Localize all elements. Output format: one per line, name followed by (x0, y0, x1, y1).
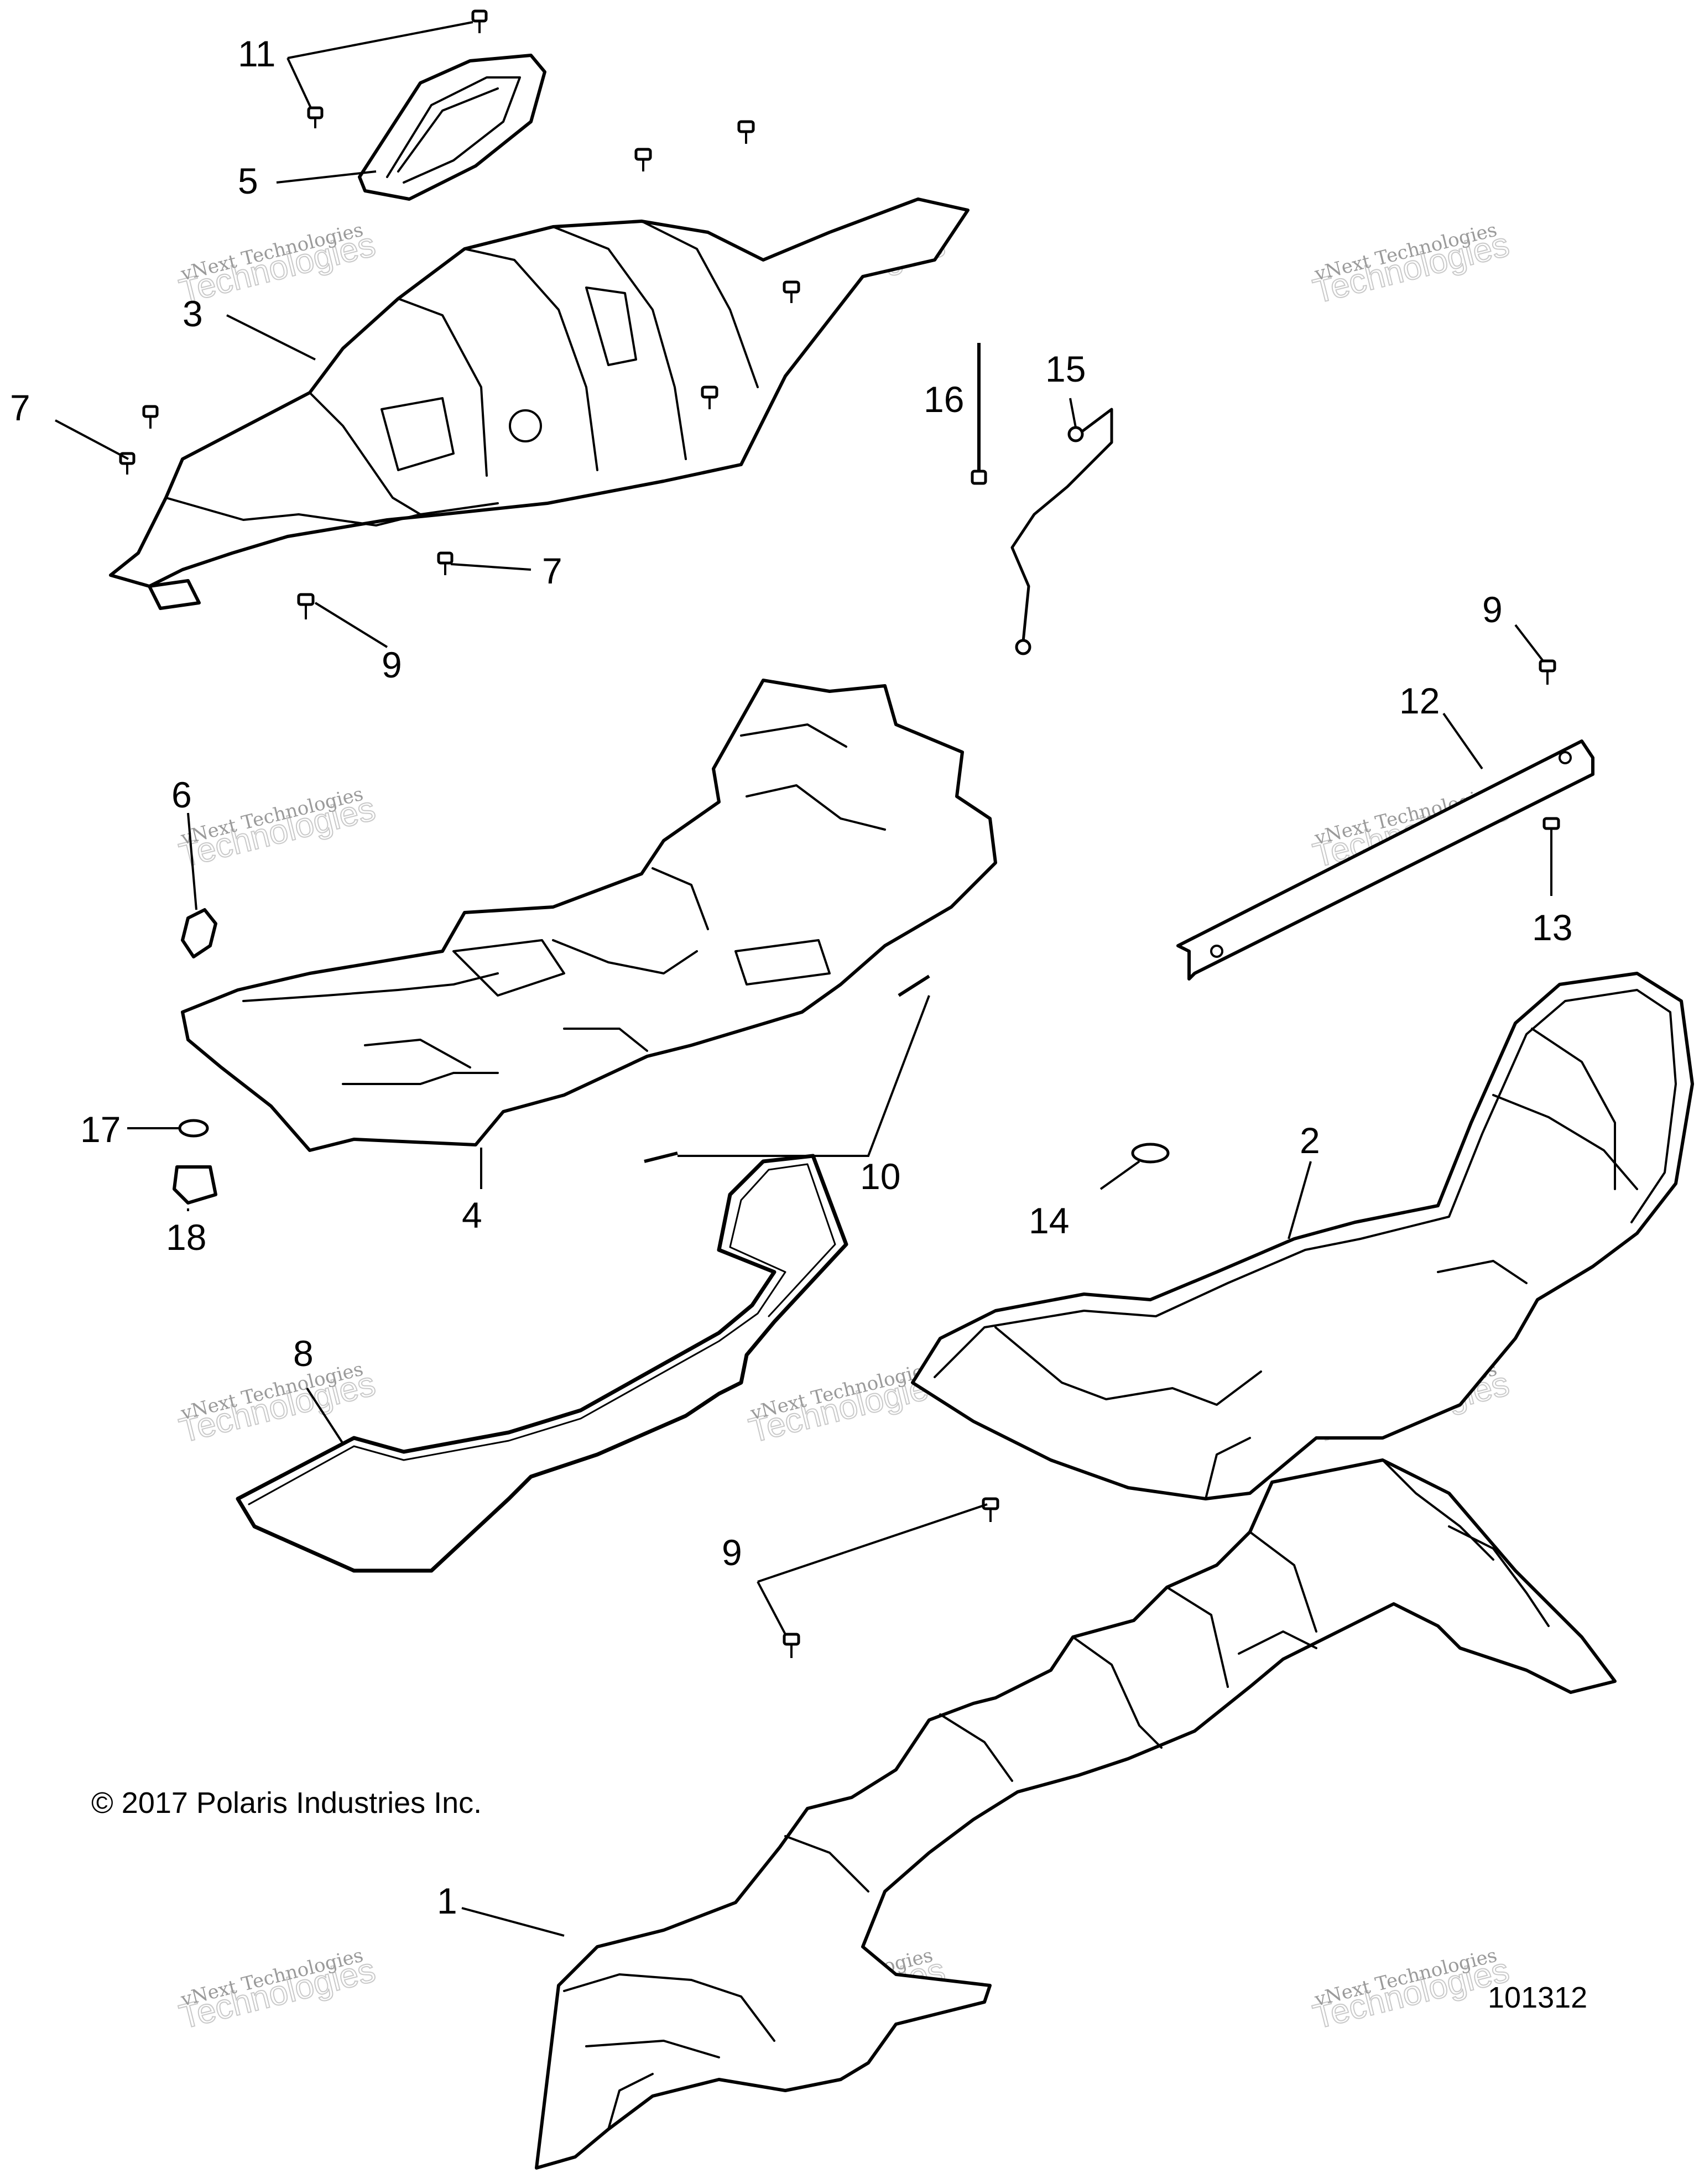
fastener-screw-11-top (471, 9, 488, 33)
leader-3 (226, 314, 316, 361)
diagram-number: 101312 (1488, 1981, 1587, 2014)
callout-13: 13 (1532, 907, 1572, 948)
callout-14: 14 (1029, 1200, 1069, 1241)
fastener-nut-13 (1542, 817, 1560, 830)
fastener-screw-9-upper (297, 593, 315, 619)
callout-16: 16 (924, 379, 964, 420)
fastener-plug-14 (1131, 1143, 1170, 1164)
fastener-rivet-16 (971, 343, 987, 485)
copyright-notice: © 2017 Polaris Industries Inc. (91, 1786, 482, 1820)
fastener-grommet-18 (173, 1165, 217, 1205)
watermark-low-center: Technologies vNext Technologies (745, 1358, 950, 1451)
leader-12 (1442, 712, 1483, 770)
fastener-screw-9-right (1539, 659, 1556, 685)
fastener-screw-9-lower-b (783, 1633, 800, 1658)
leader-1 (461, 1907, 565, 1937)
fastener-rivet-upper-a (634, 148, 652, 171)
callout-4: 4 (462, 1195, 482, 1236)
leader-6 (187, 812, 197, 910)
fastener-clip-6 (181, 908, 217, 958)
part-1-lower-body (535, 1458, 1617, 2170)
callout-11: 11 (238, 33, 276, 74)
part-5-bracket (358, 54, 546, 201)
callout-labels: 11 5 3 7 7 9 16 15 9 12 13 6 17 18 4 10 … (10, 33, 1572, 1921)
leader-lines (55, 21, 1552, 1937)
callout-8: 8 (293, 1333, 314, 1374)
watermark-mid-left: Technologies vNext Technologies (175, 783, 380, 875)
leader-7-bottom (450, 563, 531, 571)
watermark-bottom-right: Technologies vNext Technologies (1309, 1944, 1514, 2037)
leader-8 (306, 1387, 344, 1445)
fastener-washer-17 (178, 1119, 209, 1138)
fasteners (119, 9, 1560, 1658)
part-8-seal (236, 1154, 848, 1573)
fastener-screw-9-lower-a (982, 1497, 999, 1522)
watermark-top-left: Technologies vNext Technologies (175, 218, 380, 311)
leader-9-lower-b (757, 1581, 786, 1635)
callout-17: 17 (80, 1109, 121, 1150)
fastener-rivet-upper-c (783, 280, 800, 303)
part-3-upper-panel (109, 197, 970, 610)
fastener-screw-11-side (307, 106, 324, 128)
leader-9-right (1514, 624, 1544, 662)
part-15-ground-wire (1010, 408, 1113, 655)
callout-10: 10 (860, 1156, 900, 1197)
part-10-pins (644, 974, 930, 1163)
watermark-bottom-left: Technologies vNext Technologies (175, 1944, 380, 2037)
callout-9-right: 9 (1482, 589, 1503, 630)
fastener-rivet-upper-d (701, 385, 718, 409)
watermark-top-right: Technologies vNext Technologies (1309, 218, 1514, 311)
leader-11-a (287, 21, 473, 59)
callout-5: 5 (238, 160, 258, 201)
callout-12: 12 (1399, 680, 1440, 721)
callout-9-upper: 9 (382, 644, 402, 685)
leader-7-left (55, 419, 129, 460)
watermark-low-left: Technologies vNext Technologies (175, 1358, 380, 1451)
callout-6: 6 (171, 774, 192, 815)
callout-7-left: 7 (10, 387, 30, 428)
fastener-rivet-upper-b (737, 120, 755, 144)
callout-9-lower: 9 (722, 1532, 742, 1573)
callout-1: 1 (437, 1880, 457, 1921)
leader-9-upper (314, 602, 388, 648)
callout-15: 15 (1045, 348, 1086, 389)
callout-18: 18 (166, 1217, 206, 1258)
callout-3: 3 (183, 293, 203, 334)
callout-2: 2 (1300, 1120, 1320, 1161)
leader-15 (1069, 398, 1077, 428)
leader-5 (276, 170, 377, 184)
leader-14 (1099, 1160, 1140, 1190)
callout-7-bottom: 7 (542, 550, 562, 591)
leader-2 (1288, 1161, 1312, 1239)
part-4-floor-panel (181, 679, 997, 1152)
leader-11-b (286, 58, 312, 108)
fastener-rivet-7-left-a (142, 405, 159, 429)
leader-10 (677, 995, 930, 1157)
part-12-strap (1176, 739, 1594, 981)
leader-9-lower-a (757, 1503, 988, 1583)
fastener-rivet-7-bottom (437, 551, 454, 575)
part-2-storage-tub (911, 972, 1694, 1500)
